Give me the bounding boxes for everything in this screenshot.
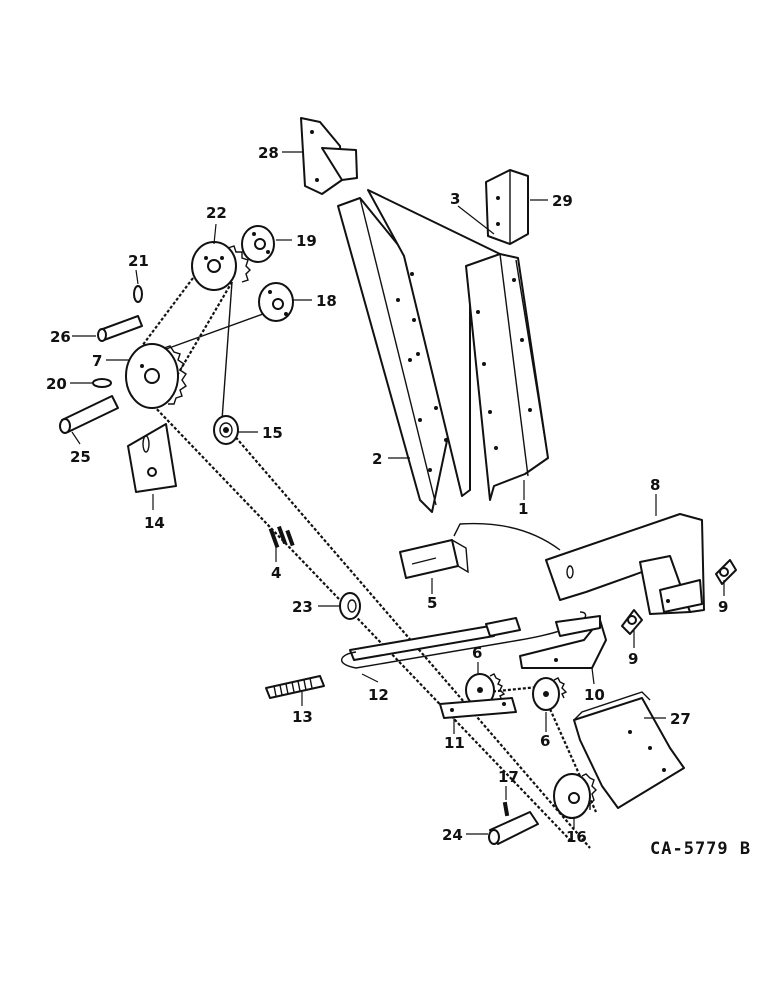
part-29-bracket <box>485 169 529 245</box>
part-7-sprocket <box>125 343 187 409</box>
part-9-pivot-lower <box>621 599 670 635</box>
part-28-bracket <box>300 117 358 195</box>
callout-6-upper: 6 <box>472 644 482 662</box>
leader-lines <box>70 151 725 835</box>
part-12-tension-rod <box>341 611 587 669</box>
part-10-tensioner-bracket <box>519 615 607 669</box>
part-13-threaded-stud <box>265 675 325 699</box>
part-17-key <box>502 801 510 817</box>
callout-7: 7 <box>92 352 102 370</box>
part-21-key <box>133 285 143 303</box>
part-1-channel <box>465 253 549 501</box>
callout-9-lower: 9 <box>628 650 638 668</box>
part-15-idler <box>213 415 239 445</box>
drawing-code: CA-5779 B <box>650 839 751 859</box>
callout-4: 4 <box>271 564 281 582</box>
callout-26: 26 <box>50 328 71 346</box>
callout-24: 24 <box>442 826 463 844</box>
callout-11: 11 <box>444 734 465 752</box>
callout-10: 10 <box>584 686 605 704</box>
callout-1: 1 <box>518 500 528 518</box>
callout-13: 13 <box>292 708 313 726</box>
part-24-shaft <box>488 811 539 845</box>
callout-21: 21 <box>128 252 149 270</box>
callout-25: 25 <box>70 448 91 466</box>
part-23-idler <box>339 592 361 620</box>
callout-9-upper: 9 <box>718 598 728 616</box>
callout-28: 28 <box>258 144 279 162</box>
callout-18: 18 <box>316 292 337 310</box>
part-18-hub <box>258 282 294 322</box>
part-19-hub <box>241 225 275 263</box>
part-25-shaft <box>59 395 119 434</box>
part-6-sprocket-upper <box>465 673 506 707</box>
part-9-pivot-upper <box>715 559 737 585</box>
part-26-shaft <box>97 315 143 342</box>
part-11-bar <box>439 697 517 719</box>
part-27-plate <box>573 691 685 809</box>
callout-17: 17 <box>498 768 519 786</box>
callout-20: 20 <box>46 375 67 393</box>
callout-14: 14 <box>144 514 165 532</box>
part-5-slotted-bracket <box>399 539 469 579</box>
callout-5: 5 <box>427 594 437 612</box>
callout-22: 22 <box>206 204 227 222</box>
callout-labels: 28 29 3 22 19 21 18 26 7 20 25 15 14 2 1… <box>46 144 728 846</box>
part-6-sprocket-lower <box>532 677 568 711</box>
callout-23: 23 <box>292 598 313 616</box>
part-8-frame-arm <box>453 513 705 615</box>
callout-29: 29 <box>552 192 573 210</box>
callout-6-lower: 6 <box>540 732 550 750</box>
part-22-sprocket <box>191 241 251 291</box>
part-20-key <box>92 378 112 388</box>
callout-2: 2 <box>372 450 382 468</box>
callout-19: 19 <box>296 232 317 250</box>
callout-8: 8 <box>650 476 660 494</box>
callout-27: 27 <box>670 710 691 728</box>
part-16-sprocket <box>553 773 597 819</box>
callout-12: 12 <box>368 686 389 704</box>
callout-16: 16 <box>566 828 587 846</box>
callout-15: 15 <box>262 424 283 442</box>
callout-3: 3 <box>450 190 460 208</box>
part-4-connector-link <box>268 525 295 549</box>
part-14-plate <box>127 423 177 493</box>
